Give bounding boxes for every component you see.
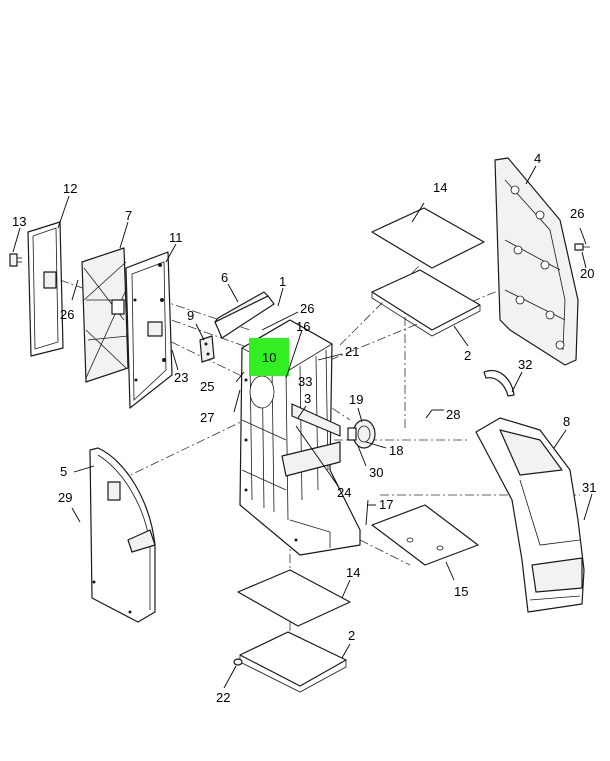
- callout-26-left[interactable]: 26: [60, 307, 74, 322]
- callout-2-bottom[interactable]: 2: [348, 628, 355, 643]
- callout-labels: 1 2 2 3 4 5 6 7 8 9 10 11 12 13 14 14 15…: [12, 151, 596, 705]
- callout-8[interactable]: 8: [563, 414, 570, 429]
- callout-3[interactable]: 3: [304, 391, 311, 406]
- part-6-top-cover: [214, 291, 275, 339]
- main-frame: [239, 319, 361, 556]
- callout-21[interactable]: 21: [345, 344, 359, 359]
- callout-23[interactable]: 23: [174, 370, 188, 385]
- part-8-cowl: [475, 417, 585, 613]
- part-12-mirror-panel: [27, 221, 64, 357]
- callout-10[interactable]: 10: [262, 350, 276, 365]
- callout-26-right[interactable]: 26: [570, 206, 584, 221]
- callout-27[interactable]: 27: [200, 410, 214, 425]
- part-13-clip: [9, 253, 22, 267]
- part-20-screw: [574, 243, 590, 251]
- part-2-top-tray: [371, 269, 481, 337]
- callout-14-top[interactable]: 14: [433, 180, 447, 195]
- callout-2-top[interactable]: 2: [464, 348, 471, 363]
- part-5-left-panel: [89, 447, 156, 623]
- part-14-bottom-plate: [237, 569, 351, 627]
- callout-12[interactable]: 12: [63, 181, 77, 196]
- part-32-curved-trim: [483, 370, 515, 397]
- callout-19[interactable]: 19: [349, 392, 363, 407]
- part-14-top-plate: [371, 207, 485, 269]
- part-11-side-panel: [125, 251, 173, 409]
- callout-25[interactable]: 25: [200, 379, 214, 394]
- callout-33[interactable]: 33: [298, 374, 312, 389]
- callout-24[interactable]: 24: [337, 485, 351, 500]
- part-9-bracket: [199, 335, 215, 363]
- callout-1[interactable]: 1: [279, 274, 286, 289]
- callout-14-bottom[interactable]: 14: [346, 565, 360, 580]
- callout-30[interactable]: 30: [369, 465, 383, 480]
- leader-lines: [12, 165, 593, 689]
- callout-15[interactable]: 15: [454, 584, 468, 599]
- part-4-back-panel: [494, 157, 579, 366]
- part-15-mat: [371, 504, 479, 566]
- callout-16[interactable]: 16: [296, 319, 310, 334]
- callout-4[interactable]: 4: [534, 151, 541, 166]
- callout-11[interactable]: 11: [169, 230, 183, 245]
- callout-7[interactable]: 7: [125, 208, 132, 223]
- callout-22[interactable]: 22: [216, 690, 230, 705]
- callout-17[interactable]: 17: [379, 497, 393, 512]
- callout-18[interactable]: 18: [389, 443, 403, 458]
- callout-31[interactable]: 31: [582, 480, 596, 495]
- callout-26-center[interactable]: 26: [300, 301, 314, 316]
- callout-32[interactable]: 32: [518, 357, 532, 372]
- part-2-bottom-tray: [233, 631, 347, 693]
- callout-29[interactable]: 29: [58, 490, 72, 505]
- highlight-box-callout-10[interactable]: [249, 338, 289, 376]
- part-19-round-assembly: [347, 419, 376, 449]
- callout-28[interactable]: 28: [446, 407, 460, 422]
- callout-6[interactable]: 6: [221, 270, 228, 285]
- callout-13[interactable]: 13: [12, 214, 26, 229]
- part-7-braced-panel: [81, 247, 129, 383]
- callout-9[interactable]: 9: [187, 308, 194, 323]
- callout-20[interactable]: 20: [580, 266, 594, 281]
- callout-5[interactable]: 5: [60, 464, 67, 479]
